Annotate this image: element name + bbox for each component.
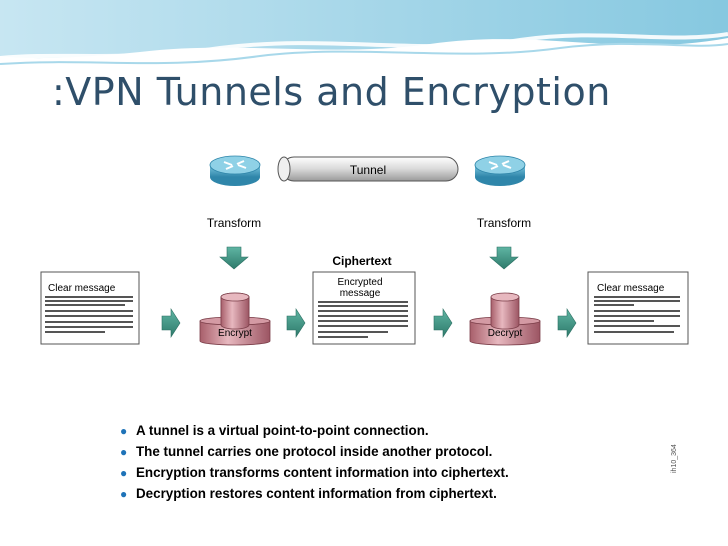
encrypt-cylinder-icon <box>199 292 271 346</box>
bullet-dot-icon: ● <box>120 424 128 438</box>
encrypt-label: Encrypt <box>218 328 252 339</box>
bullet-item: ●The tunnel carries one protocol inside … <box>120 442 509 463</box>
router-right-icon <box>474 155 526 186</box>
clear-message-left-label: Clear message <box>48 283 116 294</box>
flow-arrow-4 <box>557 307 577 339</box>
flow-arrow-1 <box>161 307 181 339</box>
decrypt-label: Decrypt <box>488 328 523 339</box>
bullet-item: ●A tunnel is a virtual point-to-point co… <box>120 421 509 442</box>
bullet-dot-icon: ● <box>120 487 128 501</box>
transform-label-right: Transform <box>477 216 531 230</box>
tunnel-label: Tunnel <box>350 163 386 177</box>
clear-message-right-document <box>587 271 689 345</box>
vpn-diagram: Tunnel Transform Transform Ciphertext Cl… <box>40 155 689 346</box>
clear-message-left-document <box>40 271 140 345</box>
bullet-item: ●Encryption transforms content informati… <box>120 463 509 484</box>
header-wave-decoration <box>0 0 728 65</box>
figure-id-label: ih10_364 <box>671 444 678 473</box>
vpn-diagram-figure: Tunnel Transform Transform Ciphertext Cl… <box>38 155 690 505</box>
encrypted-message-line1: Encrypted <box>337 277 382 288</box>
router-left-icon <box>209 155 261 186</box>
transform-down-arrow-left <box>219 246 249 270</box>
bullet-list: ●A tunnel is a virtual point-to-point co… <box>120 421 509 505</box>
encrypted-message-document <box>312 271 416 345</box>
bullet-dot-icon: ● <box>120 445 128 459</box>
flow-arrow-3 <box>433 307 453 339</box>
ciphertext-label: Ciphertext <box>332 254 391 268</box>
clear-message-right-label: Clear message <box>597 283 665 294</box>
transform-down-arrow-right <box>489 246 519 270</box>
decrypt-cylinder-icon <box>469 292 541 346</box>
slide-title: :VPN Tunnels and Encryption <box>52 70 611 114</box>
transform-label-left: Transform <box>207 216 261 230</box>
bullet-item: ●Decryption restores content information… <box>120 484 509 505</box>
tunnel-pipe <box>277 156 459 182</box>
encrypted-message-line2: message <box>340 288 381 299</box>
bullet-dot-icon: ● <box>120 466 128 480</box>
flow-arrow-2 <box>286 307 306 339</box>
